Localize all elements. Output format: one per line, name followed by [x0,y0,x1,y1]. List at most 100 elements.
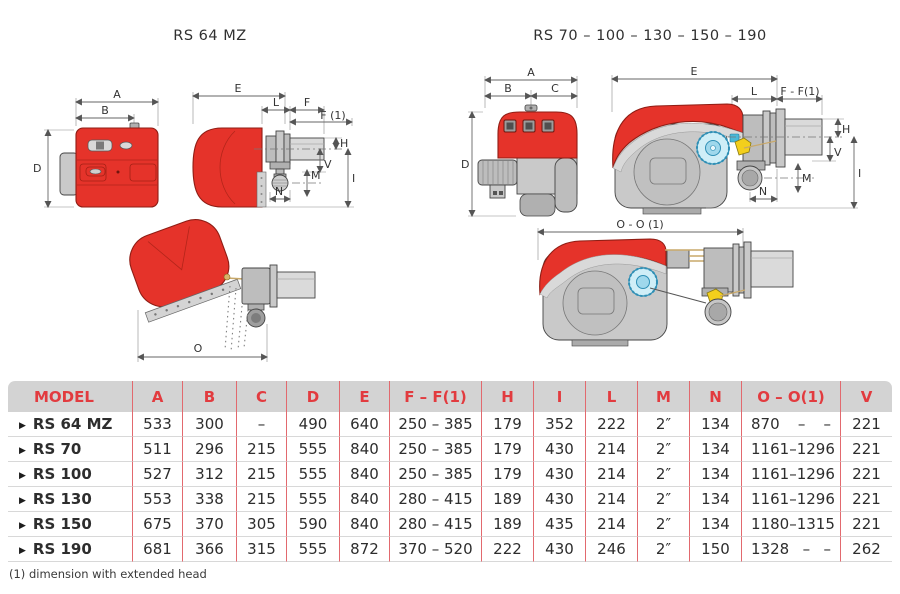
cell-b: 370 [183,512,237,537]
cell-h: 189 [482,487,534,512]
cell-v: 221 [841,412,892,437]
cell-m: 2″ [638,462,690,487]
row-marker-icon: ▶ [19,496,26,506]
cell-b: 300 [183,412,237,437]
cell-b: 366 [183,537,237,562]
col-header-f: F – F(1) [390,381,482,412]
cell-a: 533 [133,412,183,437]
cell-c: 215 [237,437,287,462]
col-header-l: L [586,381,638,412]
dim-label-n2: N [759,185,767,198]
rs64mz-front-view: A B D [33,88,160,209]
cell-d: 555 [287,537,340,562]
cell-n: 134 [690,412,742,437]
model-cell: ▶RS 190 [8,537,133,562]
row-marker-icon: ▶ [19,421,26,431]
row-marker-icon: ▶ [19,471,26,481]
dim-label-m: M [311,169,321,182]
dim-label-i2: I [858,167,861,180]
model-cell: ▶ RS 70 [8,437,133,462]
dim-label-m2: M [802,172,812,185]
model-name: RS 190 [32,540,92,558]
cell-n: 134 [690,512,742,537]
col-header-o: O – O(1) [742,381,841,412]
cell-e: 640 [340,412,390,437]
cell-b: 296 [183,437,237,462]
dim-label-a2: A [527,66,535,79]
cell-h: 179 [482,462,534,487]
cell-n: 134 [690,462,742,487]
dim-label-b: B [101,104,109,117]
col-header-v: V [841,381,892,412]
dim-label-l: L [273,96,280,109]
dim-label-v2: V [834,146,842,159]
model-name: RS 100 [32,465,92,483]
cell-h: 179 [482,412,534,437]
cell-o: 1328–– [742,537,841,562]
cell-m: 2″ [638,437,690,462]
table-row: ▶RS 130 553 338 215 555 840 280 – 415 18… [8,487,892,512]
rs70-190-extended-view: O - O (1) [536,218,794,347]
model-name: RS 130 [32,490,92,508]
model-cell: ▶RS 64 MZ [8,412,133,437]
table-row: ▶RS 64 MZ 533 300 – 490 640 250 – 385 17… [8,412,892,437]
cell-a: 527 [133,462,183,487]
rs70-190-front-view: A B C D [461,66,579,218]
dim-label-d: D [33,162,41,175]
cell-v: 221 [841,437,892,462]
cell-h: 189 [482,512,534,537]
col-header-n: N [690,381,742,412]
col-header-a: A [133,381,183,412]
cell-d: 490 [287,412,340,437]
cell-l: 246 [586,537,638,562]
row-marker-icon: ▶ [19,446,26,456]
col-header-i: I [534,381,586,412]
cell-f: 250 – 385 [390,437,482,462]
cell-c: 315 [237,537,287,562]
dim-label-e: E [235,82,242,95]
model-cell: ▶ RS 130 [8,487,133,512]
dim-label-a: A [113,88,121,101]
dim-label-o: O [194,342,203,355]
cell-i: 430 [534,487,586,512]
cell-e: 840 [340,462,390,487]
cell-d: 590 [287,512,340,537]
dim-label-b2: B [504,82,512,95]
cell-h: 179 [482,437,534,462]
dim-label-v: V [324,158,332,171]
cell-e: 840 [340,487,390,512]
cell-i: 352 [534,412,586,437]
cell-e: 840 [340,437,390,462]
dim-label-f1: F (1) [320,109,345,122]
table-row: ▶RS 100 527 312 215 555 840 250 – 385 17… [8,462,892,487]
cell-d: 555 [287,487,340,512]
rs64mz-diagram: A B D E L [33,82,355,362]
dim-label-h: H [340,137,348,150]
table-header-row: MODEL A B C D E F – F(1) H I L M N O – O… [8,381,892,412]
cell-a: 511 [133,437,183,462]
cell-c: 305 [237,512,287,537]
dim-label-n: N [275,185,283,198]
table-row: ▶RS 190 681 366 315 555 872 370 – 520 22… [8,537,892,562]
footnote: (1) dimension with extended head [9,567,207,581]
model-cell: ▶ RS 100 [8,462,133,487]
cell-h: 222 [482,537,534,562]
table-row: ▶RS 70 511 296 215 555 840 250 – 385 179… [8,437,892,462]
cell-a: 681 [133,537,183,562]
cell-m: 2″ [638,487,690,512]
cell-f: 250 – 385 [390,412,482,437]
cell-f: 280 – 415 [390,512,482,537]
cell-i: 430 [534,537,586,562]
col-header-m: M [638,381,690,412]
cell-f: 370 – 520 [390,537,482,562]
model-name: RS 70 [32,440,82,458]
cell-v: 221 [841,462,892,487]
col-header-e: E [340,381,390,412]
col-header-d: D [287,381,340,412]
cell-l: 214 [586,487,638,512]
rs70-190-diagram: A B C D E L F - F(1 [461,65,861,347]
dim-label-c2: C [551,82,559,95]
cell-f: 280 – 415 [390,487,482,512]
cell-o: 1161–1296 [742,462,841,487]
